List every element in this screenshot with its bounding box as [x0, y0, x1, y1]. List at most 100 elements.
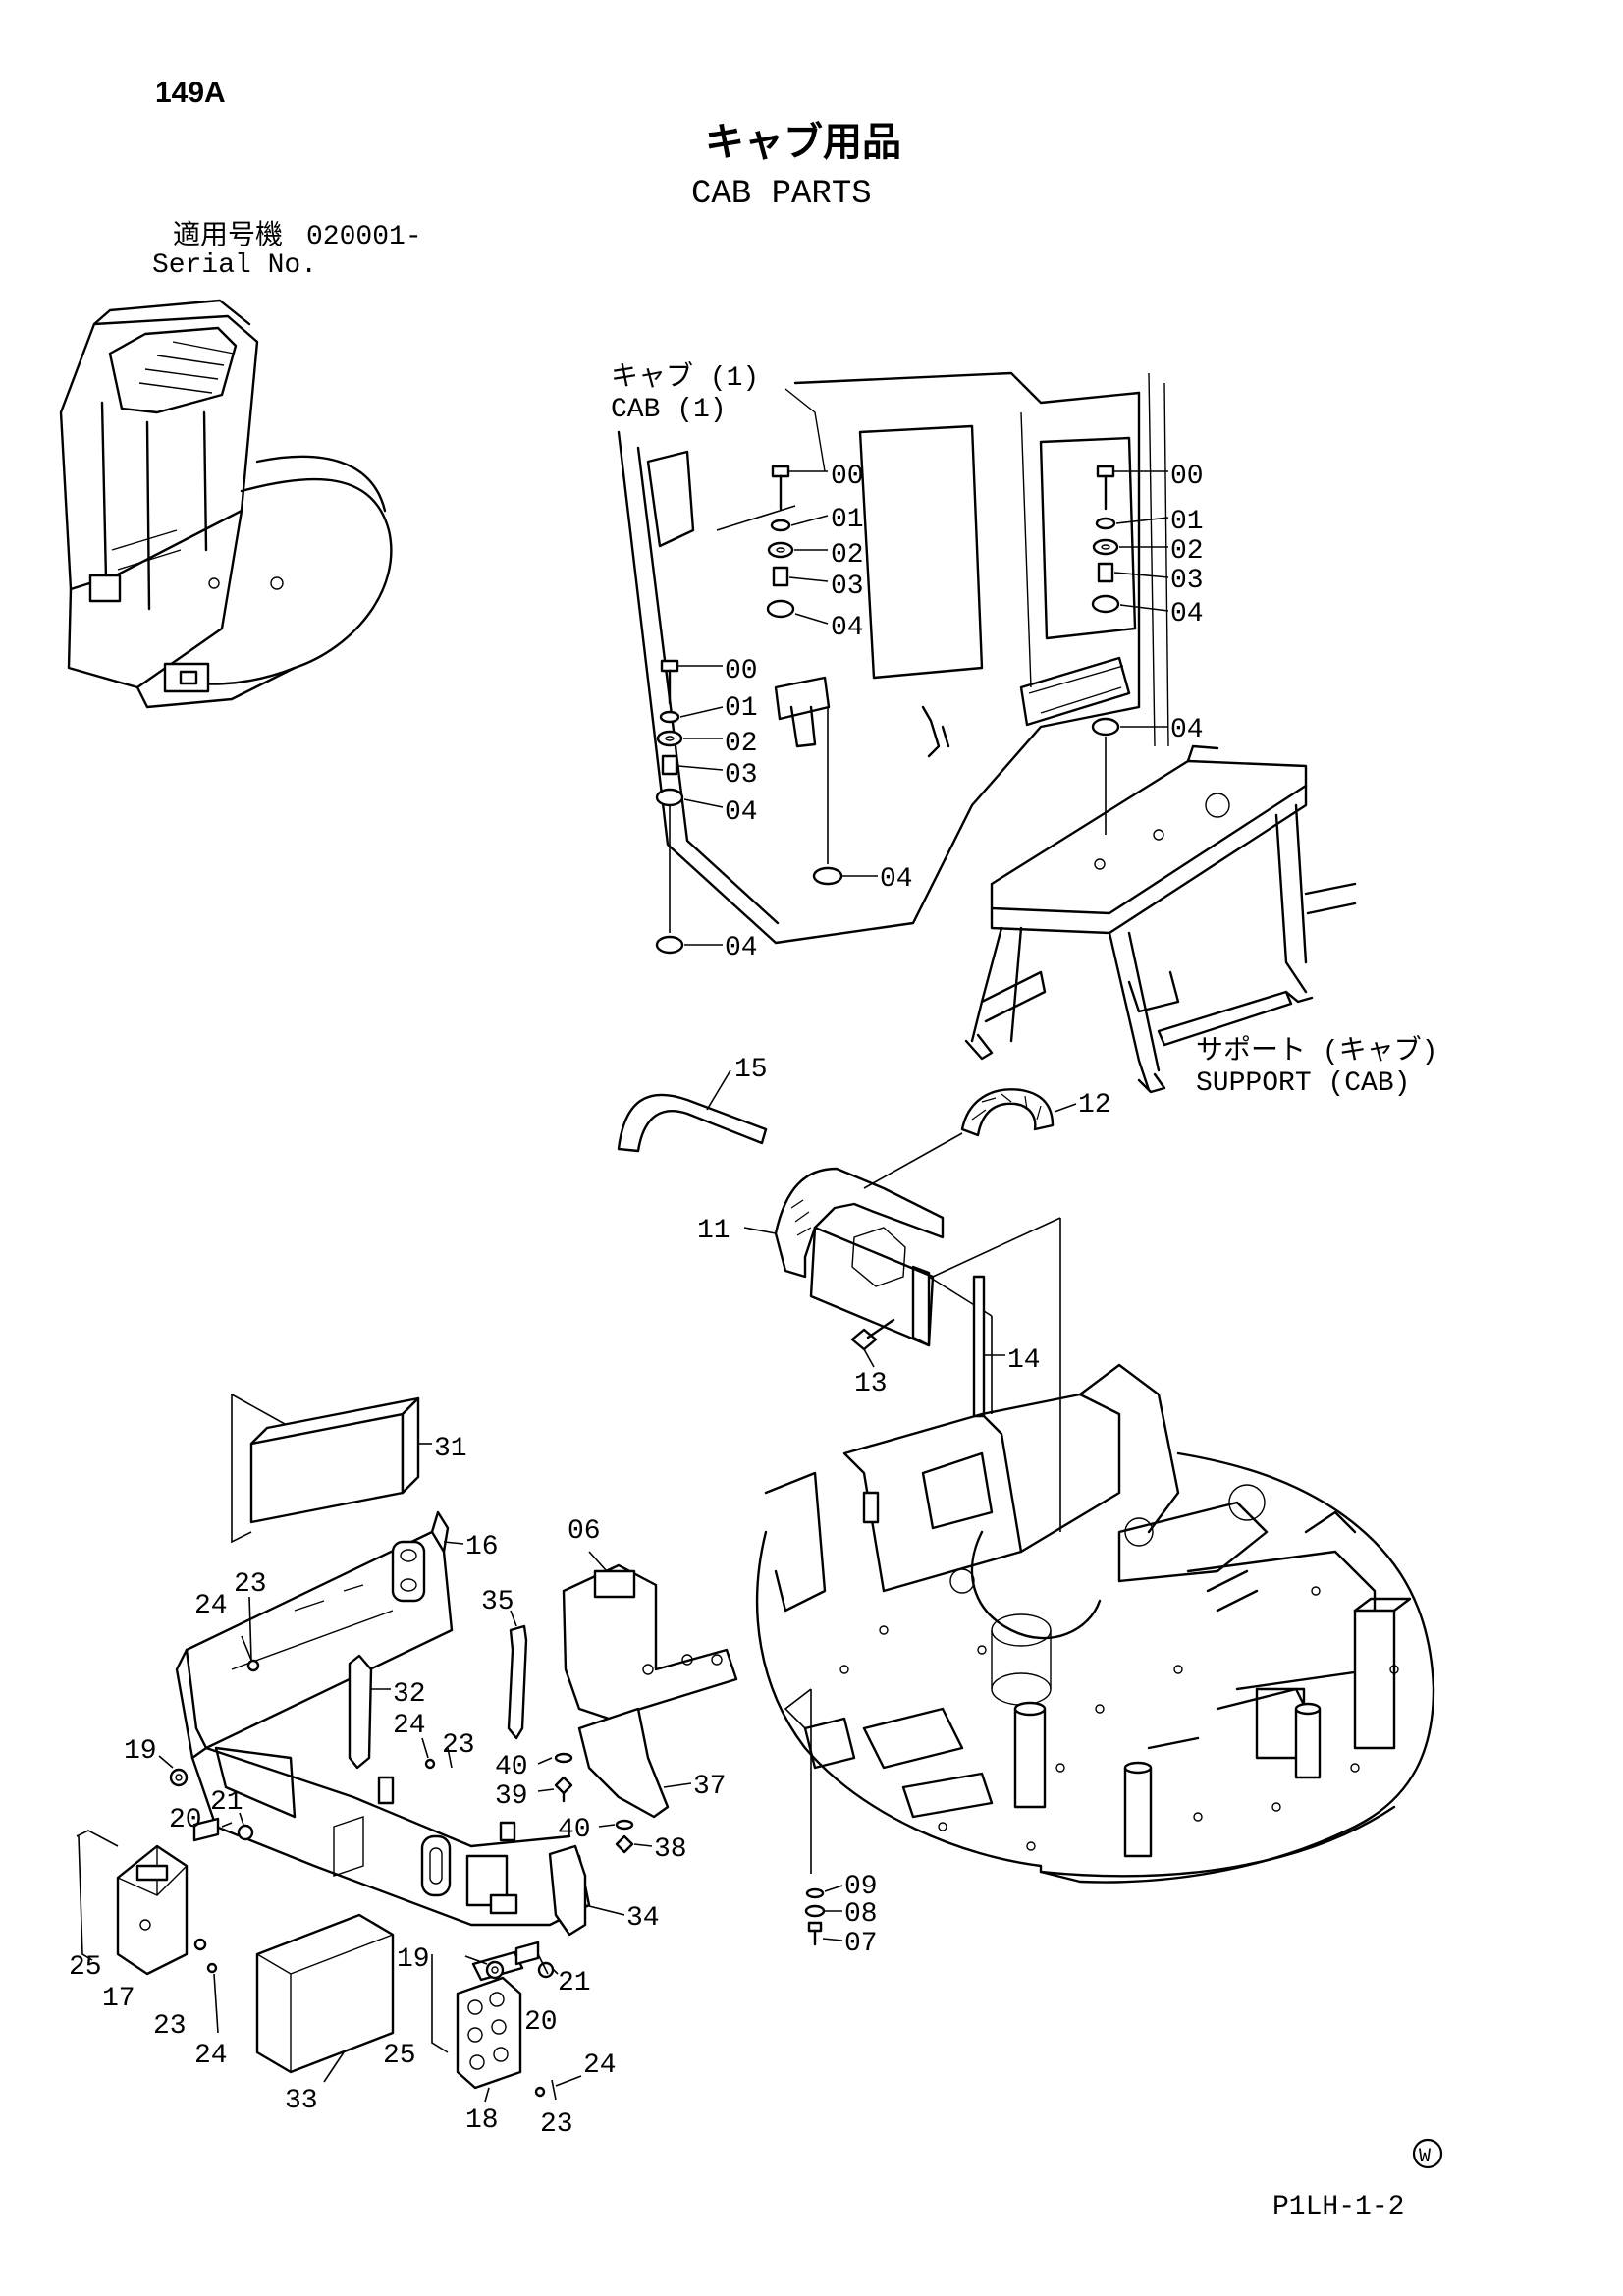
callout-23: 23 — [153, 2011, 187, 2042]
callout-02: 02 — [831, 540, 864, 571]
callout-40: 40 — [495, 1752, 528, 1782]
callout-03: 03 — [831, 572, 864, 602]
callout-04: 04 — [880, 864, 913, 895]
callout-01: 01 — [831, 505, 864, 535]
callout-00: 00 — [1170, 462, 1204, 492]
cab-frame-illustration — [617, 371, 1169, 945]
bolt-part-13 — [850, 1318, 895, 1368]
title-english: CAB PARTS — [691, 176, 872, 213]
bracket-part-35 — [507, 1610, 528, 1740]
cab-support-illustration — [964, 744, 1357, 1094]
callout-18: 18 — [465, 2105, 499, 2136]
bolt-stack-frame — [784, 1688, 843, 1946]
callout-24: 24 — [393, 1711, 426, 1741]
callout-32: 32 — [393, 1679, 426, 1710]
callout-08: 08 — [844, 1899, 878, 1930]
seal-strip-part — [617, 1069, 768, 1153]
cover-part-37 — [577, 1707, 692, 1819]
callout-19: 19 — [397, 1944, 430, 1975]
group-label-cab-english: CAB (1) — [611, 395, 727, 425]
leader-24 — [213, 1973, 219, 2034]
rivet-icon — [206, 1962, 218, 1974]
callout-11: 11 — [697, 1216, 730, 1246]
callout-34: 34 — [626, 1903, 660, 1934]
title-japanese: キャブ用品 — [705, 120, 901, 164]
bracket-part-06 — [562, 1551, 738, 1721]
callout-03: 03 — [725, 760, 758, 791]
callout-38: 38 — [654, 1834, 687, 1865]
page-number: 149A — [155, 77, 226, 109]
callout-33: 33 — [285, 2086, 318, 2116]
duct-cover-part — [743, 1167, 1061, 1347]
callout-01: 01 — [725, 693, 758, 724]
hardware-23-24-upper — [241, 1596, 453, 1770]
lower-board-part-33 — [255, 1913, 395, 2083]
callout-20: 20 — [169, 1805, 202, 1835]
callout-03: 03 — [1170, 566, 1204, 596]
callout-39: 39 — [495, 1781, 528, 1812]
callout-23: 23 — [442, 1730, 475, 1761]
callout-31: 31 — [434, 1434, 467, 1464]
callout-24: 24 — [194, 1591, 228, 1621]
serial-number-range: 020001- — [306, 222, 422, 252]
washer-icon — [193, 1938, 207, 1951]
group-label-support-english: SUPPORT (CAB) — [1196, 1068, 1410, 1099]
callout-04: 04 — [831, 613, 864, 643]
callout-23: 23 — [540, 2109, 573, 2140]
callout-14: 14 — [1007, 1345, 1041, 1376]
callout-23: 23 — [234, 1569, 267, 1600]
callout-40: 40 — [558, 1815, 591, 1845]
callout-13: 13 — [854, 1369, 888, 1399]
hardware-38-39-40 — [537, 1752, 653, 1854]
callout-00: 00 — [831, 462, 864, 492]
bolt-stack-cab-left-lower — [655, 659, 878, 955]
hardware-19-20-21-right — [464, 1941, 582, 2101]
callout-09: 09 — [844, 1872, 878, 1902]
drawing-code: P1LH-1-2 — [1272, 2192, 1404, 2222]
callout-04: 04 — [725, 797, 758, 828]
callout-15: 15 — [734, 1055, 768, 1085]
console-lower-part — [190, 1746, 591, 1927]
callout-21: 21 — [210, 1787, 243, 1818]
callout-02: 02 — [725, 729, 758, 759]
circled-mark-icon: W — [1412, 2138, 1443, 2169]
callout-24: 24 — [583, 2050, 617, 2081]
serial-label-japanese: 適用号機 — [173, 219, 283, 252]
callout-04: 04 — [1170, 715, 1204, 745]
trim-part-34 — [548, 1844, 625, 1937]
console-panel-part-16 — [175, 1510, 464, 1760]
bolt-stack-cab-left-upper — [766, 465, 829, 625]
group-label-cab-japanese: キャブ (1) — [611, 360, 759, 394]
callout-21: 21 — [558, 1968, 591, 1998]
callout-01: 01 — [1170, 507, 1204, 537]
callout-02: 02 — [1170, 536, 1204, 567]
serial-label-english: Serial No. — [152, 250, 317, 281]
upper-board-part-31 — [231, 1394, 432, 1544]
callout-07: 07 — [844, 1929, 878, 1959]
revolving-frame-illustration — [755, 1316, 1435, 1884]
group-label-support-japanese: サポート (キャブ) — [1196, 1034, 1437, 1067]
hardware-19-20-21-left — [158, 1755, 254, 1842]
callout-24: 24 — [194, 2041, 228, 2071]
bolt-stack-cab-right — [1091, 465, 1169, 835]
switch-panel-part-18 — [431, 1950, 524, 2103]
callout-19: 19 — [124, 1736, 157, 1767]
callout-00: 00 — [725, 656, 758, 686]
grommet-seal-part — [863, 1088, 1077, 1189]
callout-06: 06 — [568, 1516, 601, 1547]
callout-35: 35 — [481, 1587, 514, 1617]
switch-panel-part-17 — [76, 1830, 189, 1976]
circled-mark-letter: W — [1419, 2146, 1431, 2168]
callout-20: 20 — [524, 2007, 558, 2038]
callout-25: 25 — [383, 2041, 416, 2071]
side-trim-part-32 — [348, 1654, 391, 1770]
callout-04: 04 — [725, 933, 758, 963]
callout-16: 16 — [465, 1532, 499, 1562]
cab-overview-illustration — [59, 299, 393, 709]
callout-37: 37 — [693, 1772, 727, 1802]
callout-17: 17 — [102, 1984, 135, 2014]
callout-12: 12 — [1078, 1090, 1111, 1121]
callout-25: 25 — [69, 1952, 102, 1983]
callout-04: 04 — [1170, 599, 1204, 629]
